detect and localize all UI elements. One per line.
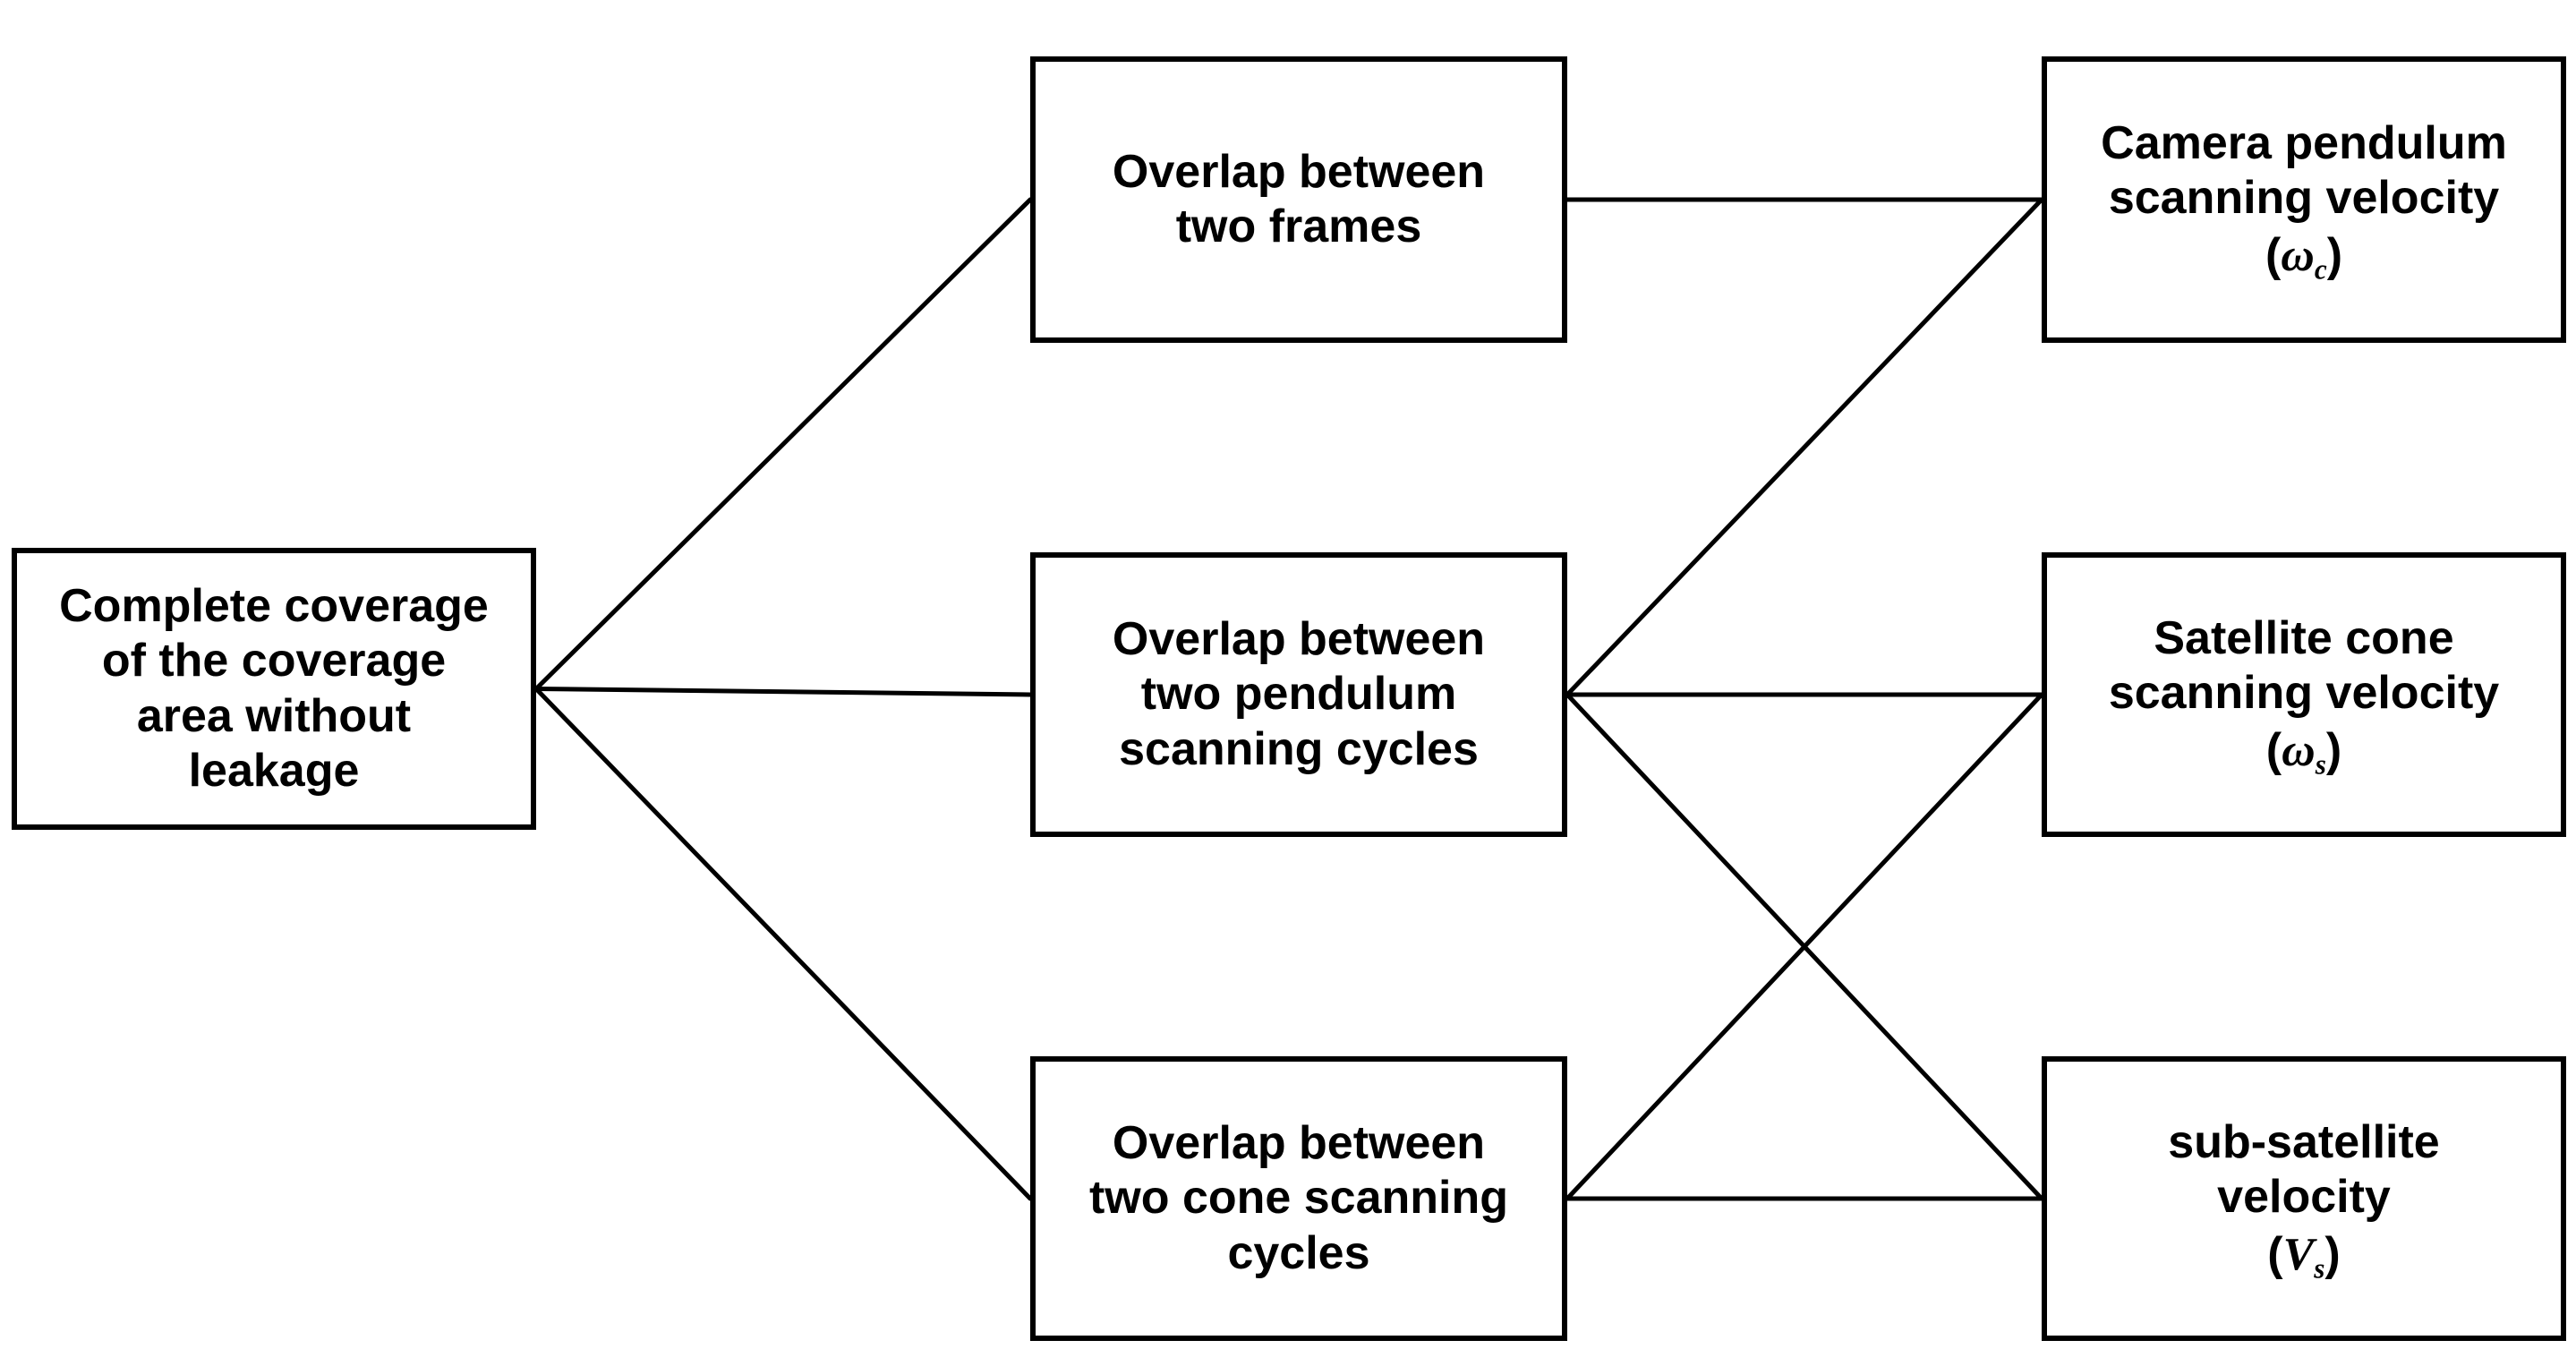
node-overlap-two-pendulum-cycles-label: Overlap between two pendulum scanning cy… <box>1112 612 1486 775</box>
symbol-V: V <box>2282 1228 2315 1280</box>
symbol-subscript: s <box>2315 748 2326 781</box>
connector-line-goal-to-overlap_frames <box>533 197 1033 691</box>
node-sub-satellite-velocity: sub-satellite velocity (Vs) <box>2042 1056 2566 1341</box>
node-camera-pendulum-velocity: Camera pendulum scanning velocity (ωc) <box>2042 56 2566 343</box>
node-overlap-two-pendulum-cycles: Overlap between two pendulum scanning cy… <box>1030 552 1567 837</box>
symbol-subscript: c <box>2314 253 2327 286</box>
node-camera-pendulum-velocity-label: Camera pendulum scanning velocity <box>2101 116 2507 225</box>
symbol-open-paren: ( <box>2265 723 2282 776</box>
symbol-close-paren: ) <box>2325 723 2342 776</box>
satellite-cone-velocity-symbol: (ωs) <box>2266 723 2341 778</box>
symbol-omega: ω <box>2282 724 2316 776</box>
node-satellite-cone-velocity-label: Satellite cone scanning velocity <box>2108 611 2500 720</box>
symbol-open-paren: ( <box>2267 1227 2283 1280</box>
node-satellite-cone-velocity: Satellite cone scanning velocity (ωs) <box>2042 552 2566 837</box>
symbol-subscript: s <box>2314 1252 2325 1285</box>
connector-line-goal-to-overlap_pendulum <box>533 687 1033 697</box>
connector-line-overlap_pendulum-to-camera_pendulum_velocity <box>1565 197 2044 697</box>
symbol-close-paren: ) <box>2326 228 2343 281</box>
node-complete-coverage: Complete coverage of the coverage area w… <box>12 548 536 830</box>
connector-line-goal-to-overlap_cone <box>533 687 1033 1201</box>
sub-satellite-velocity-symbol: (Vs) <box>2267 1227 2340 1282</box>
node-overlap-two-frames-label: Overlap between two frames <box>1112 145 1486 252</box>
node-overlap-two-cone-cycles-label: Overlap between two cone scanning cycles <box>1088 1116 1509 1279</box>
connector-line-overlap_cone-to-satellite_cone_velocity <box>1565 692 2044 1201</box>
symbol-open-paren: ( <box>2265 228 2282 281</box>
camera-pendulum-velocity-symbol: (ωc) <box>2265 228 2342 283</box>
symbol-omega: ω <box>2281 229 2315 281</box>
symbol-close-paren: ) <box>2324 1227 2341 1280</box>
node-complete-coverage-label: Complete coverage of the coverage area w… <box>59 579 489 797</box>
node-overlap-two-frames: Overlap between two frames <box>1030 56 1567 343</box>
node-overlap-two-cone-cycles: Overlap between two cone scanning cycles <box>1030 1056 1567 1341</box>
node-sub-satellite-velocity-label: sub-satellite velocity <box>2168 1115 2440 1224</box>
